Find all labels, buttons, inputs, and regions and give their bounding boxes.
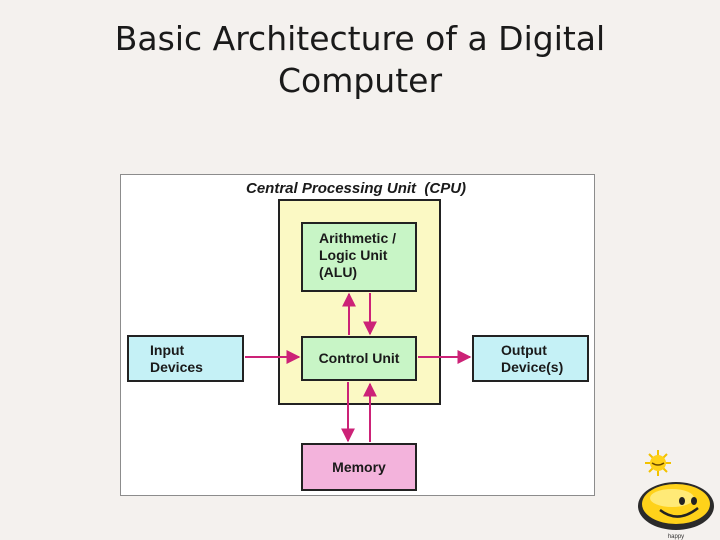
slide-title-line-2: Computer [277,61,443,100]
input-label-line-2: Devices [150,359,203,375]
output-label-line-2: Device(s) [501,359,564,375]
cpu-label: Central Processing Unit (CPU) [246,180,467,197]
logo-text: happy [668,534,684,540]
output-devices-box: Output Device(s) [472,335,589,382]
alu-label-line-1: Arithmetic / [319,230,397,246]
memory-box: Memory [301,443,417,491]
alu-label-line-3: (ALU) [319,264,358,280]
output-label-line-1: Output [501,342,547,358]
alu-box: Arithmetic / Logic Unit (ALU) [301,222,417,292]
input-devices-box: Input Devices [127,335,244,382]
alu-label-line-2: Logic Unit [319,247,388,263]
slide-title: Basic Architecture of a Digital Computer [60,18,660,102]
control-unit-label: Control Unit [318,350,400,366]
memory-label: Memory [332,458,386,475]
sun-icon [645,450,671,476]
slide-title-line-1: Basic Architecture of a Digital [114,19,606,58]
input-label-line-1: Input [150,342,185,358]
control-unit-box: Control Unit [301,336,417,381]
smiley-logo-icon: happy [638,450,714,540]
